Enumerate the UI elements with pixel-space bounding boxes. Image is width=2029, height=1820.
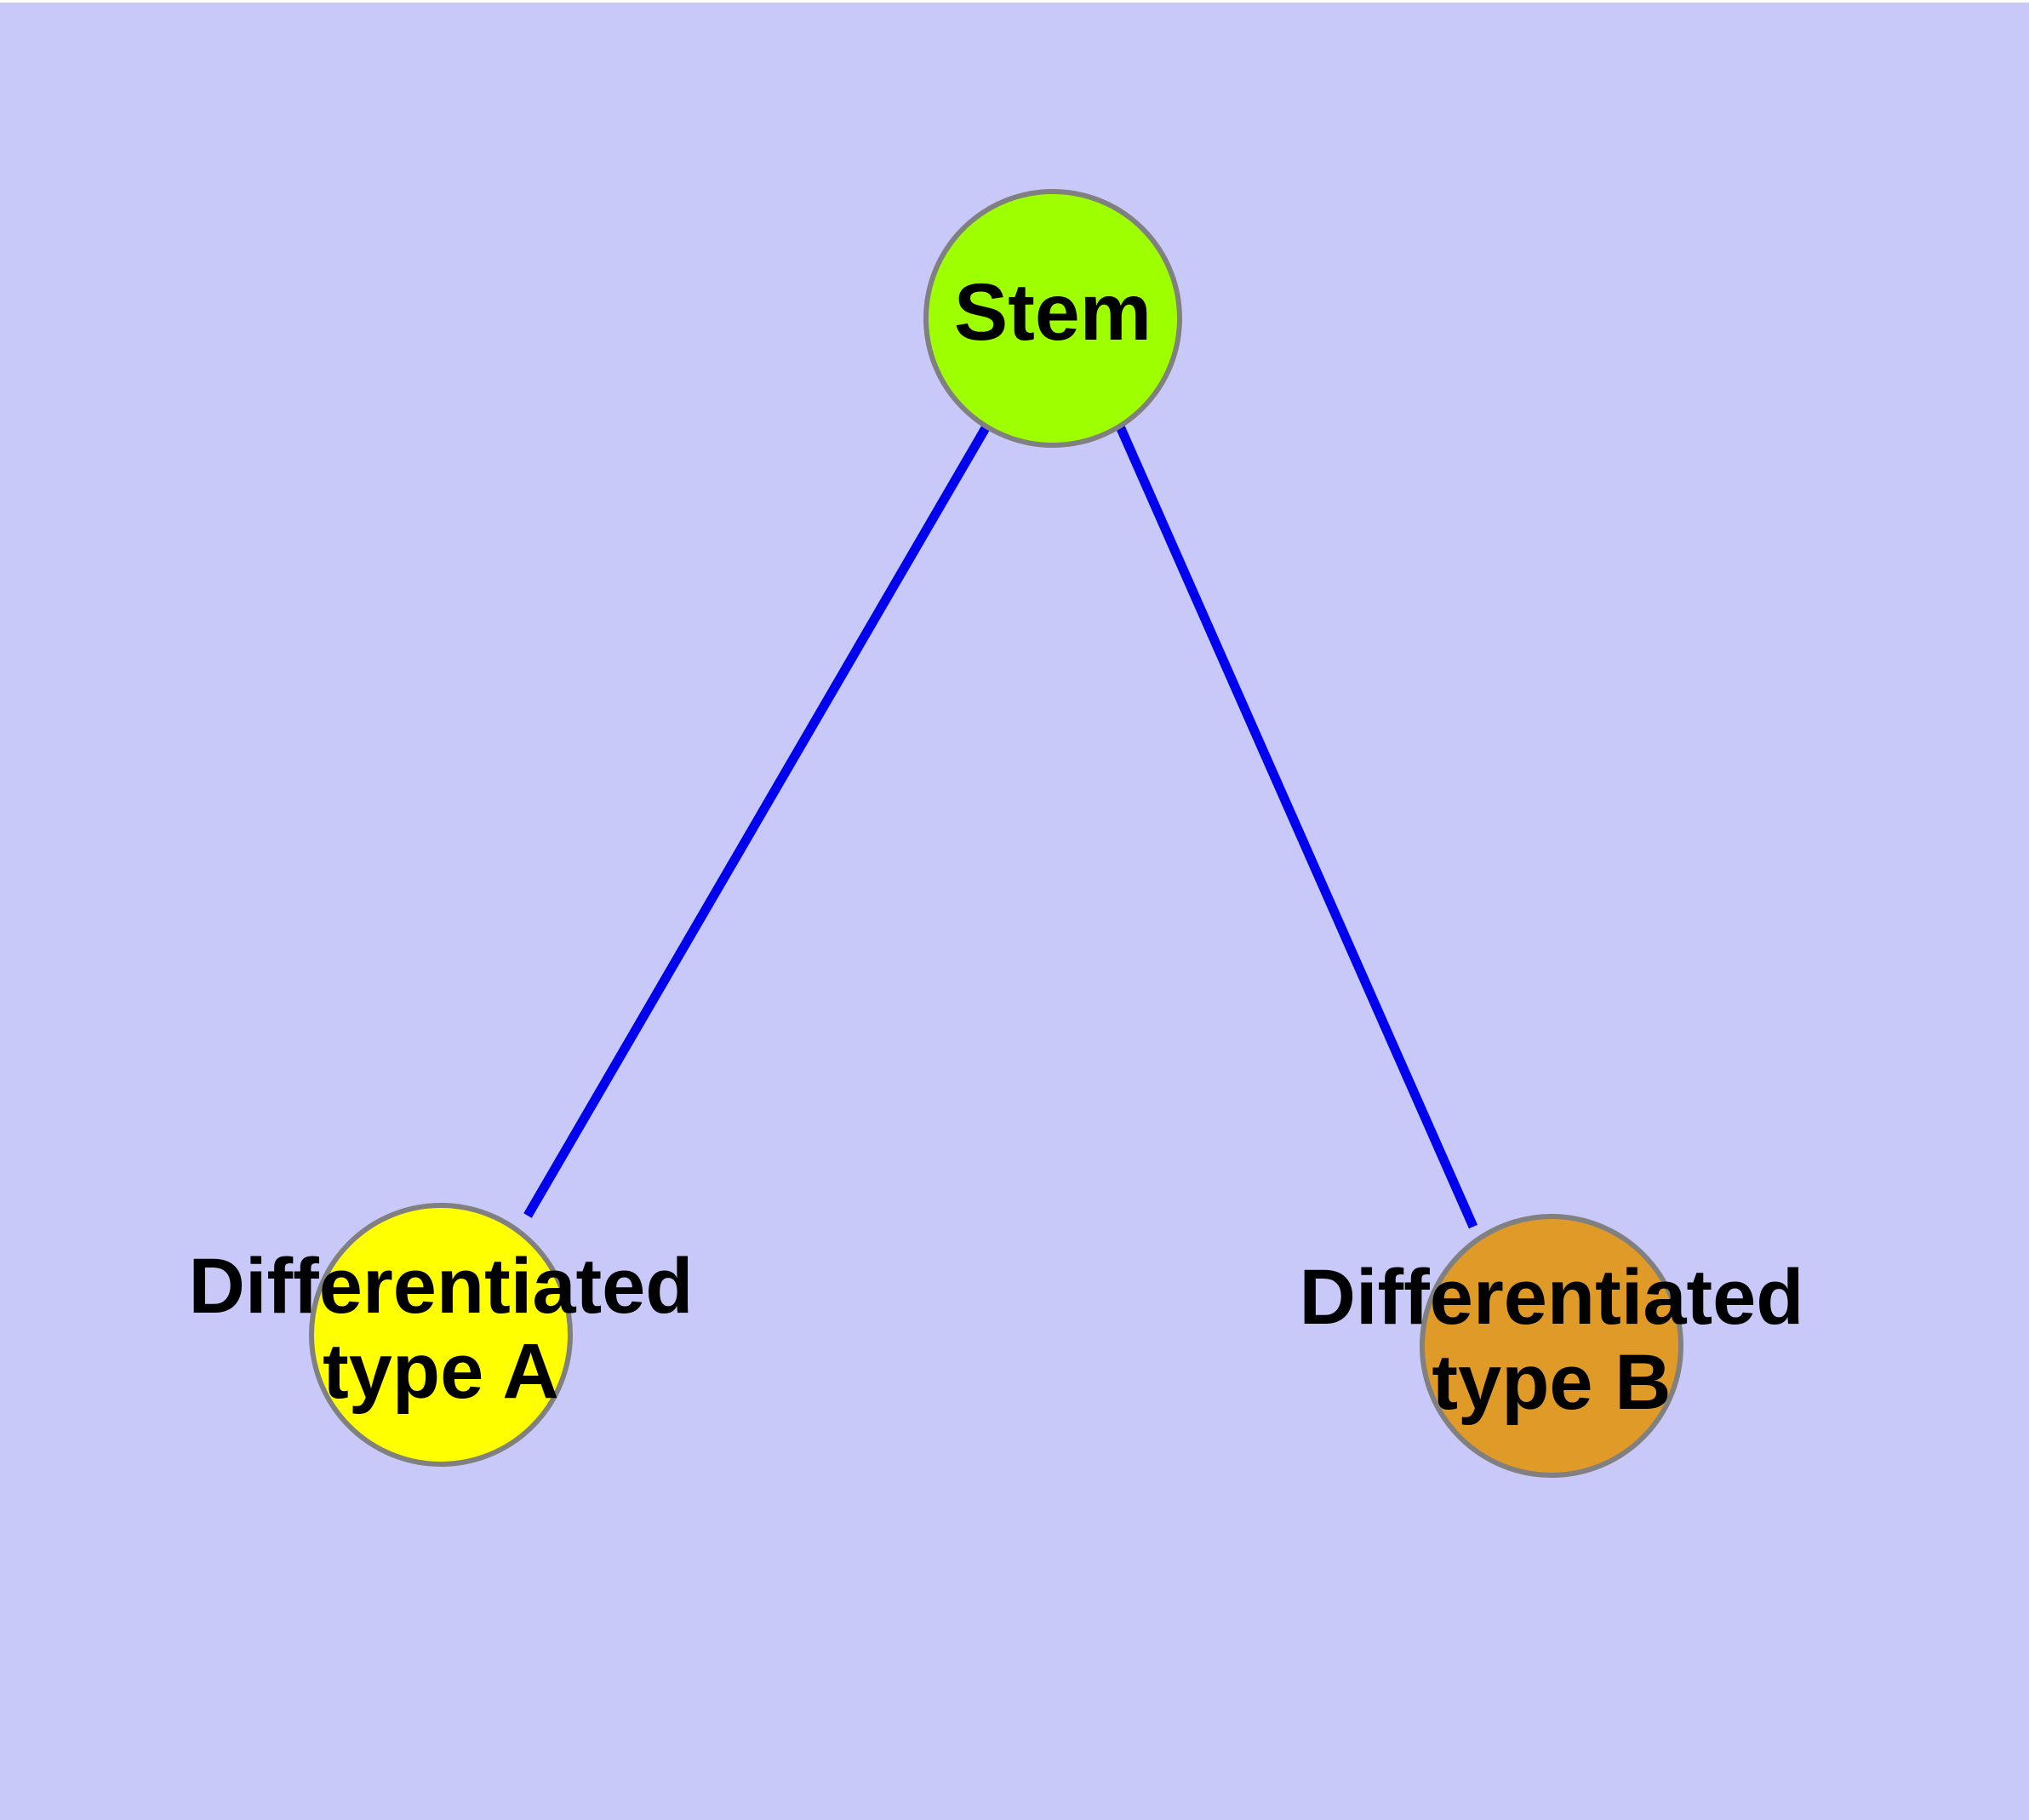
node-layer xyxy=(309,189,1683,1478)
node-differentiated-type-b[interactable] xyxy=(1420,1214,1683,1478)
label-line: Stem xyxy=(954,267,1152,358)
node-stem-circle[interactable] xyxy=(923,189,1182,448)
node-differentiated-type-b-circle[interactable] xyxy=(1420,1214,1683,1478)
node-differentiated-type-a-circle[interactable] xyxy=(309,1203,573,1467)
node-stem[interactable] xyxy=(923,189,1182,448)
edge-layer xyxy=(523,424,1478,1229)
edge-stem-to-differentiated-type-a[interactable] xyxy=(523,424,991,1218)
node-stem-label: Stem xyxy=(954,267,1152,358)
node-differentiated-type-a[interactable] xyxy=(309,1203,573,1467)
label-line: Differentiated xyxy=(189,1243,694,1330)
label-line: type B xyxy=(1432,1339,1671,1426)
label-line: type A xyxy=(323,1328,559,1415)
edge-stem-to-differentiated-type-b[interactable] xyxy=(1115,424,1478,1229)
label-line: Differentiated xyxy=(1300,1254,1804,1341)
